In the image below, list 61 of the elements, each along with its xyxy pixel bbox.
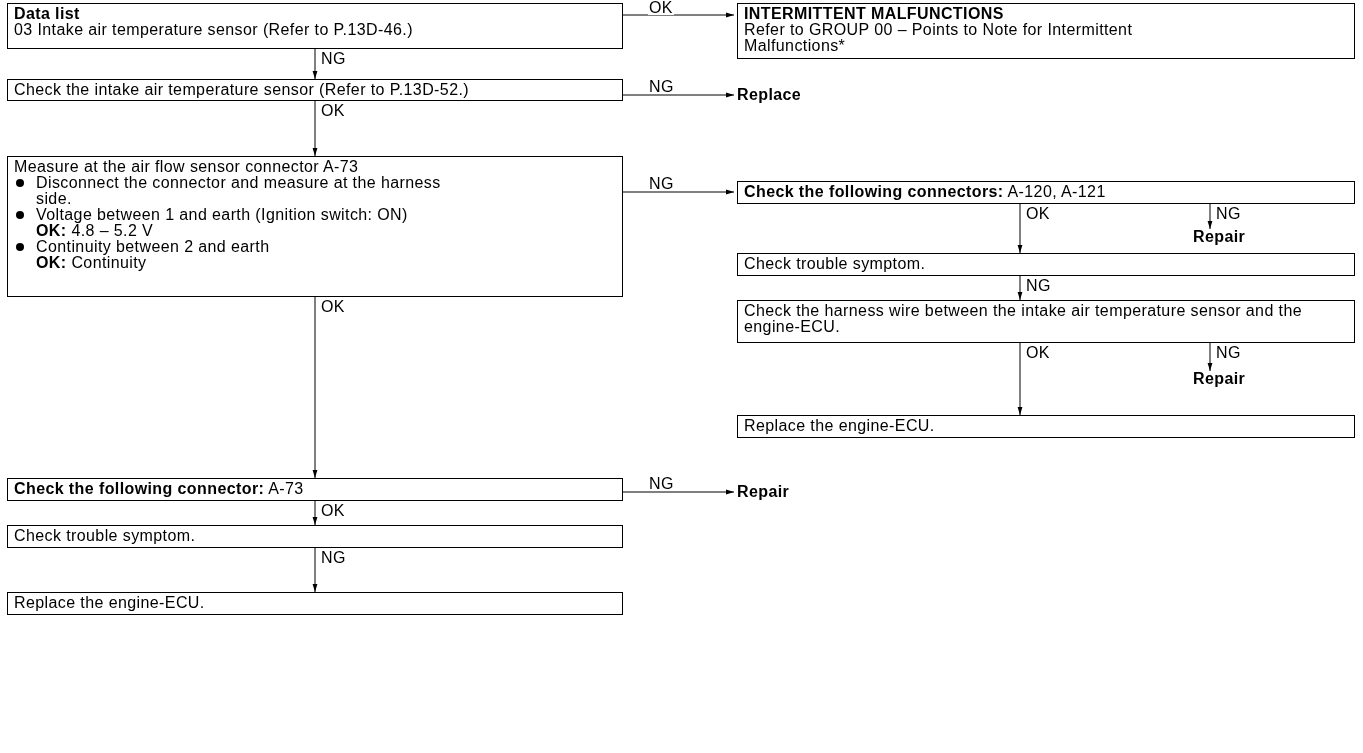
arrow — [622, 92, 735, 98]
process-box — [7, 525, 623, 548]
arrow — [622, 12, 735, 18]
process-box — [7, 3, 623, 49]
bullet-text: Disconnect the connector and measure at the harness side. — [36, 175, 442, 207]
arrow — [622, 189, 735, 195]
edge-label: OK — [1025, 206, 1051, 221]
arrow — [312, 48, 318, 80]
arrow — [1207, 203, 1213, 230]
edge-label: OK — [648, 0, 674, 15]
edge-label: NG — [320, 51, 347, 66]
box-text: Replace the engine-ECU. — [744, 418, 936, 434]
edge-label: NG — [648, 176, 675, 191]
process-box — [7, 478, 623, 501]
edge-label: OK — [320, 299, 346, 314]
process-box — [737, 300, 1355, 343]
box-text: OK: Continuity — [35, 255, 148, 271]
process-box — [7, 156, 623, 297]
result-text: Replace — [737, 87, 803, 103]
arrow — [312, 100, 318, 157]
box-text: Check trouble symptom. — [744, 256, 927, 272]
arrow — [1207, 342, 1213, 372]
arrow — [622, 489, 735, 495]
edge-label: OK — [320, 103, 346, 118]
bullet-text: Continuity between 2 and earth — [36, 239, 270, 255]
edge-label: NG — [648, 476, 675, 491]
edge-label: OK — [320, 503, 346, 518]
box-text: Check the following connector: A-73 — [14, 481, 305, 497]
arrow — [312, 500, 318, 526]
box-text: Check the intake air temperature sensor (Refer to P.13D-52.) — [14, 82, 471, 98]
arrow — [312, 296, 318, 479]
process-box — [737, 3, 1355, 59]
box-text: Measure at the air flow sensor connector A-73 — [14, 159, 360, 175]
box-text: Check trouble symptom. — [14, 528, 197, 544]
box-heading: Data list — [14, 6, 81, 22]
process-box — [7, 79, 623, 101]
arrow — [1017, 275, 1023, 301]
edge-label: NG — [320, 550, 347, 565]
process-box — [7, 592, 623, 615]
box-text: OK: 4.8 – 5.2 V — [35, 223, 155, 239]
box-text: 03 Intake air temperature sensor (Refer to P.13D-46.) — [14, 22, 414, 38]
arrow — [312, 547, 318, 593]
box-text: Check the harness wire between the intake air temperature sensor and the engine-ECU. — [744, 303, 1303, 335]
result-text: Repair — [737, 484, 791, 500]
edge-label: NG — [1025, 278, 1052, 293]
arrow — [1017, 203, 1023, 254]
result-text: Repair — [1193, 371, 1247, 387]
edge-label: NG — [1215, 345, 1242, 360]
arrow — [1017, 342, 1023, 416]
process-box — [737, 181, 1355, 204]
box-text: Check the following connectors: A-120, A-121 — [744, 184, 1107, 200]
process-box — [737, 253, 1355, 276]
edge-label: OK — [1025, 345, 1051, 360]
edge-label: NG — [1215, 206, 1242, 221]
result-text: Repair — [1193, 229, 1247, 245]
process-box — [737, 415, 1355, 438]
edge-label: NG — [648, 79, 675, 94]
box-heading: INTERMITTENT MALFUNCTIONS — [744, 6, 1005, 22]
box-text: Replace the engine-ECU. — [14, 595, 206, 611]
box-text: Refer to GROUP 00 – Points to Note for Intermittent Malfunctions* — [744, 22, 1134, 54]
bullet-text: Voltage between 1 and earth (Ignition switch: ON) — [36, 207, 408, 223]
